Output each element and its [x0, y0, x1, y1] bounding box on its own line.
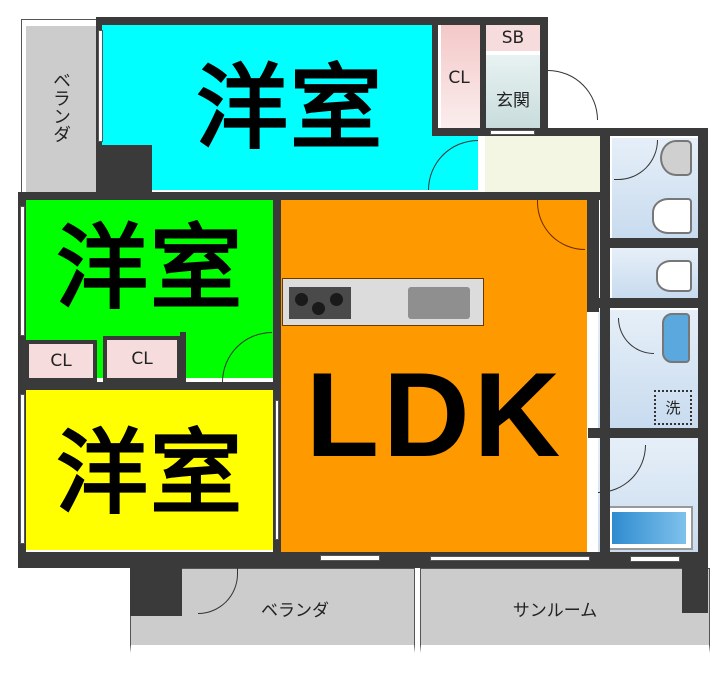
- wall: [588, 428, 700, 438]
- closet-mid-right-label: CL: [131, 349, 153, 369]
- pillar: [682, 568, 708, 613]
- window: [20, 394, 25, 544]
- window: [630, 556, 680, 562]
- wall: [432, 25, 438, 133]
- western-room-2-label: 洋室: [55, 214, 244, 322]
- washbasin-icon: [662, 313, 690, 363]
- pillar: [96, 145, 152, 193]
- western-room-1: [100, 25, 478, 190]
- window: [320, 555, 380, 561]
- window: [20, 206, 25, 336]
- front-door-arc: [540, 70, 598, 120]
- sink-icon: [408, 287, 470, 319]
- wall: [600, 128, 708, 136]
- sunroom-label: サンルーム: [512, 600, 598, 621]
- balcony-left: [21, 19, 99, 195]
- entrance: [486, 55, 540, 128]
- bathtub-water: [612, 512, 686, 544]
- western-room-3-label: 洋室: [55, 419, 244, 527]
- wall: [698, 128, 708, 568]
- wall: [18, 192, 26, 564]
- wall: [587, 192, 599, 312]
- window: [490, 130, 535, 135]
- entrance-label: 玄関: [496, 90, 530, 111]
- wall: [18, 192, 608, 200]
- closet-mid-left-label: CL: [50, 351, 72, 371]
- wall: [96, 17, 548, 25]
- western-room-3: [25, 390, 273, 550]
- balcony-bottom-label: ベランダ: [261, 600, 329, 621]
- wall: [610, 238, 700, 248]
- wall: [540, 17, 548, 135]
- washer-space: [654, 390, 692, 425]
- closet-top: [438, 25, 480, 130]
- wall: [480, 25, 486, 135]
- hallway: [485, 135, 600, 192]
- toilet-icon: [652, 198, 692, 234]
- pillar: [130, 568, 182, 616]
- window: [98, 30, 103, 142]
- stove-icon: [289, 287, 351, 319]
- sunroom: [420, 568, 710, 653]
- washer-label: 洗: [665, 399, 681, 417]
- wall: [600, 128, 610, 568]
- ldk: [280, 200, 587, 552]
- wall: [18, 382, 280, 390]
- wall: [273, 192, 281, 562]
- window: [430, 556, 590, 561]
- wall: [180, 332, 186, 384]
- window: [275, 400, 279, 540]
- toilet-icon: [660, 140, 692, 176]
- toilet-icon: [656, 260, 692, 292]
- shoe-box-label: SB: [501, 28, 525, 48]
- closet-top-label: CL: [448, 67, 470, 88]
- shoe-box: [486, 25, 540, 51]
- wall: [588, 298, 700, 308]
- closet-mid-right: [103, 336, 181, 382]
- closet-mid-left: [25, 340, 97, 382]
- balcony-left-label: ベランダ: [50, 71, 71, 143]
- western-room-1-label: 洋室: [195, 54, 384, 162]
- ldk-label: LDK: [305, 348, 565, 482]
